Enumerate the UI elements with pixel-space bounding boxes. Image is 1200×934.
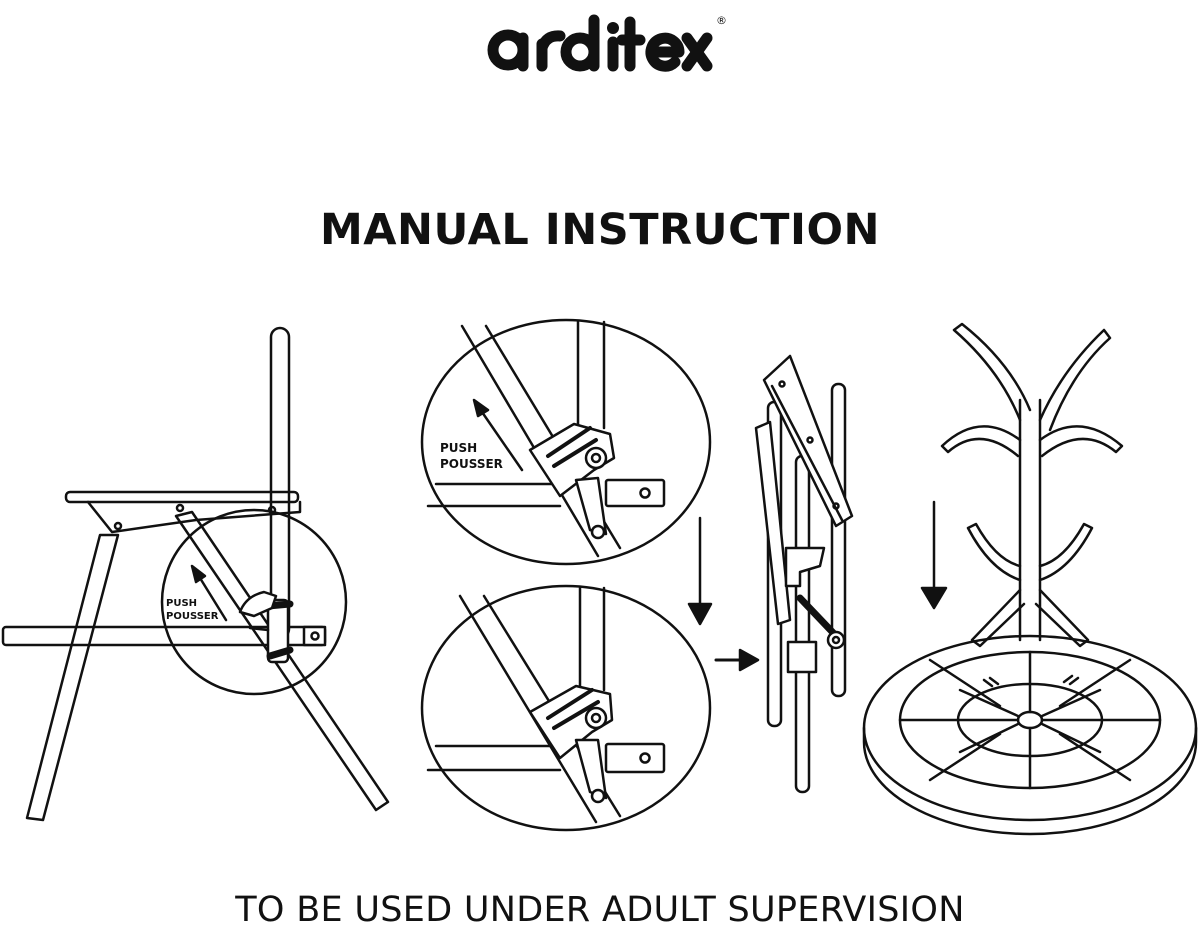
page-title: MANUAL INSTRUCTION: [319, 205, 881, 255]
supervision-notice: TO BE USED UNDER ADULT SUPERVISION: [235, 890, 965, 930]
step2b-detail-locked: [420, 584, 712, 832]
step1-push-label: PUSH: [166, 598, 197, 609]
registered-mark: ®: [716, 14, 727, 27]
step2a-detail-push: [420, 318, 712, 566]
step4-coat-rack: [862, 322, 1198, 836]
step1-unfolded-chair: [1, 326, 390, 822]
step1-pousser-label: POUSSER: [166, 611, 219, 622]
step2-pousser-label: POUSSER: [440, 457, 503, 471]
step3-folded-chair: [754, 354, 854, 794]
step2-push-label: PUSH: [440, 441, 477, 455]
arditex-logo: ®: [487, 14, 727, 72]
